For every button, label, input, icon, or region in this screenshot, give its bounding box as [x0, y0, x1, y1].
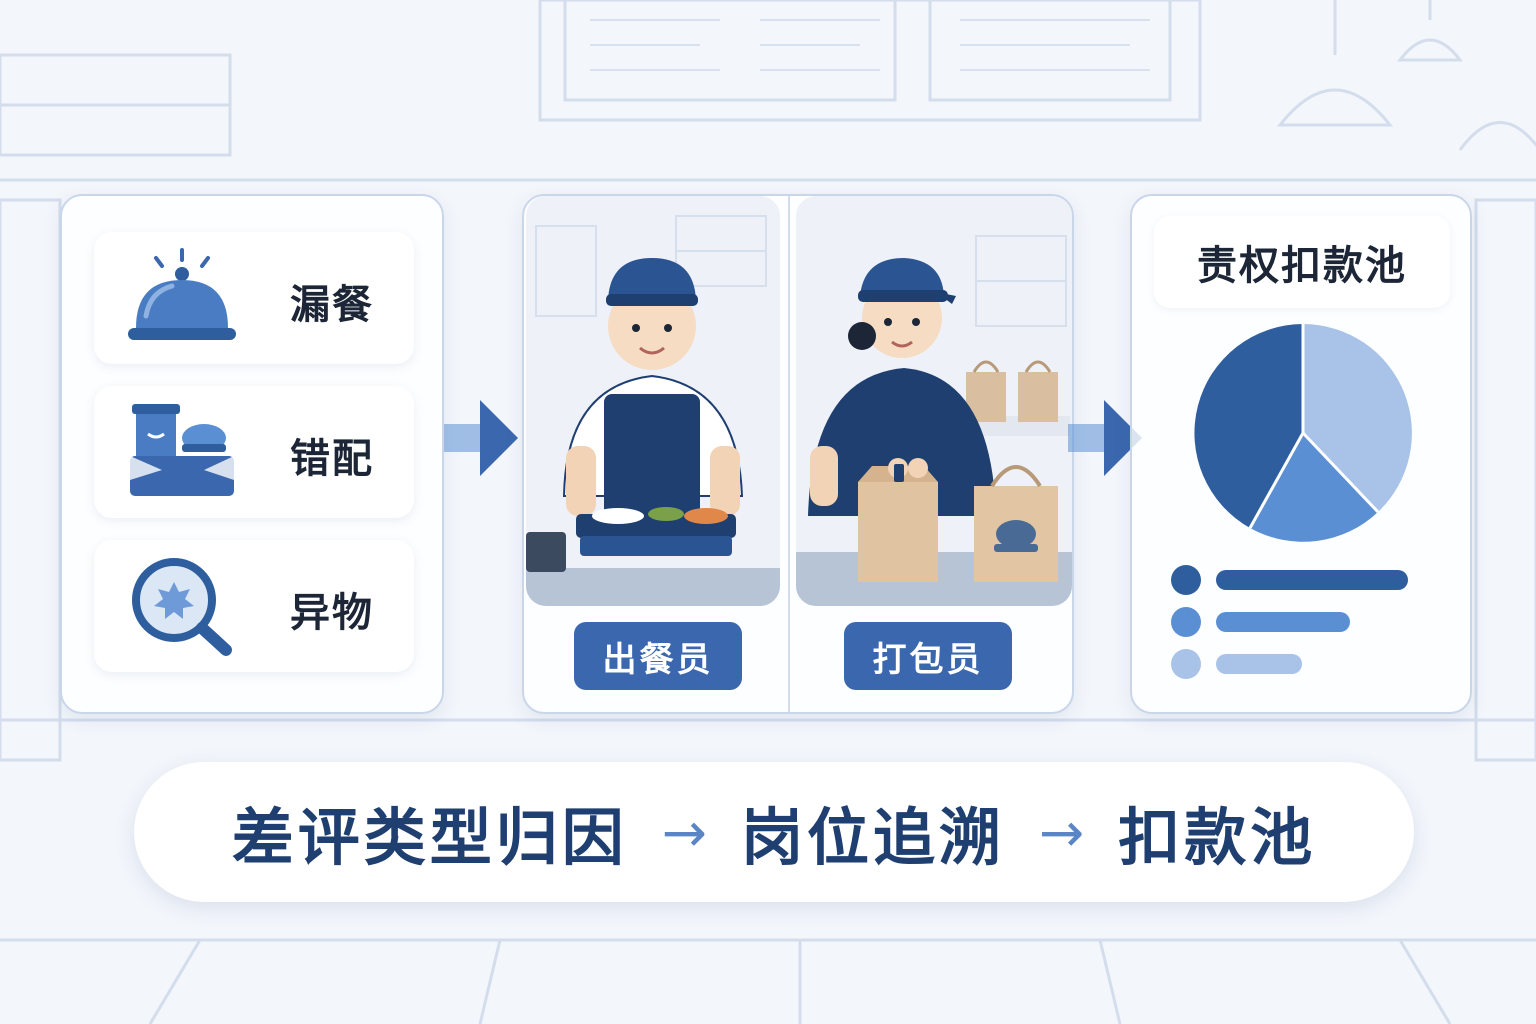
magnifier-foreign-object-icon [132, 558, 232, 656]
pie-slice-3 [1194, 324, 1303, 528]
server-scene [526, 196, 780, 606]
pool-pie-chart [1194, 324, 1412, 542]
process-flow-bar: 差评类型归因 → 岗位追溯 → 扣款池 [134, 762, 1414, 902]
deduction-pool-panel: 责权扣款池 [1130, 194, 1472, 714]
issue-label-foreign-object: 异物 [290, 590, 374, 636]
issue-card-wrong-item: 错配 [94, 386, 414, 518]
pool-title: 责权扣款池 [1197, 243, 1407, 289]
role-badge-packer: 打包员 [844, 622, 1012, 690]
role-badge-server: 出餐员 [574, 622, 742, 690]
pie-slice-2 [1250, 433, 1378, 542]
flow-step-attribution: 差评类型归因 [231, 801, 628, 874]
legend-bar-2 [1216, 612, 1350, 632]
issue-label-missing-meal: 漏餐 [290, 282, 374, 328]
packer-scene [796, 196, 1072, 606]
meal-server-illustration [526, 196, 780, 606]
complaint-type-panel: 漏餐 错配 异物 [60, 194, 444, 714]
issue-label-wrong-item: 错配 [290, 436, 374, 482]
legend-dot-1 [1171, 565, 1201, 595]
pie-slice-1 [1303, 324, 1412, 512]
issue-card-foreign-object: 异物 [94, 540, 414, 672]
legend-dot-2 [1171, 607, 1201, 637]
pool-legend [1171, 565, 1408, 679]
pool-title-box: 责权扣款池 [1154, 216, 1450, 308]
scene-divider [788, 196, 790, 712]
flow-step-deduction-pool: 扣款池 [1118, 801, 1317, 874]
flow-step-role-trace: 岗位追溯 [740, 801, 1005, 874]
cloche-icon [128, 248, 236, 340]
arrow-right-icon [444, 400, 518, 476]
packer-illustration [796, 196, 1072, 606]
legend-dot-3 [1171, 649, 1201, 679]
role-trace-panel: 出餐员 打包员 [522, 194, 1074, 714]
flow-arrow-2: → [1039, 800, 1085, 864]
issue-card-missing-meal: 漏餐 [94, 232, 414, 364]
flow-arrow-1: → [661, 800, 707, 864]
arrow-right-icon [1068, 400, 1142, 476]
legend-bar-1 [1216, 570, 1408, 590]
legend-bar-3 [1216, 654, 1302, 674]
mismatched-meal-icon [130, 404, 234, 496]
